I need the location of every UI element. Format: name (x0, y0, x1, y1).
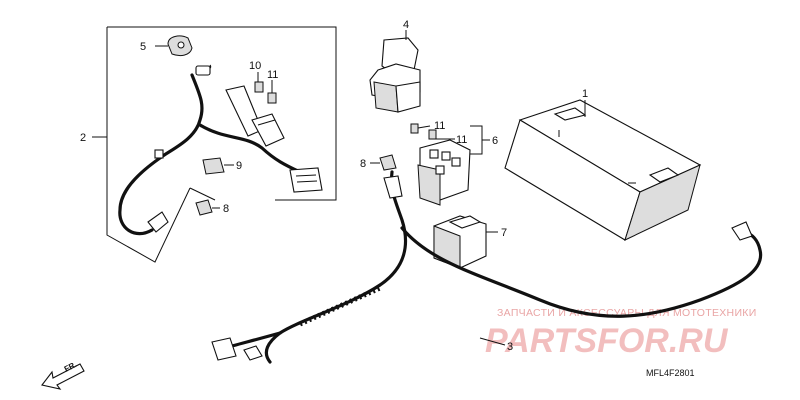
callout-11-c: 11 (456, 134, 467, 146)
callout-3: 3 (507, 341, 513, 353)
drawing-code: MFL4F2801 (646, 368, 695, 378)
watermark-subtitle: ЗАПЧАСТИ И АКСЕССУАРЫ ДЛЯ МОТОТЕХНИКИ (497, 307, 757, 319)
cable-terminal-right (731, 221, 753, 241)
callout-1: 1 (582, 88, 588, 100)
front-arrow-icon: FR. (41, 360, 85, 390)
part-1-battery: 1 (504, 88, 702, 241)
callout-11-a: 11 (267, 69, 278, 81)
fuse-holder (225, 85, 285, 147)
ground-terminal (147, 211, 169, 233)
part-9-clip: 9 (202, 157, 242, 175)
callout-5: 5 (140, 41, 146, 53)
callout-10: 10 (249, 60, 261, 72)
callout-2: 2 (80, 132, 86, 144)
cable-terminal-ring (243, 345, 263, 361)
part-5-cover: 5 (140, 35, 193, 57)
cable-terminal-left (211, 337, 237, 361)
part-8-bolt-left: 8 (195, 199, 229, 216)
callout-11-b: 11 (434, 120, 445, 132)
watermark: ЗАПЧАСТИ И АКСЕССУАРЫ ДЛЯ МОТОТЕХНИКИ PA… (485, 307, 757, 360)
part-11-fuse-a: 11 (267, 69, 278, 104)
callout-8-left: 8 (223, 203, 229, 215)
callout-4: 4 (403, 19, 409, 31)
part-10-fuse: 10 (249, 60, 264, 93)
harness-clip (195, 65, 211, 76)
cable-terminal-top (383, 175, 403, 199)
callout-7: 7 (501, 227, 507, 239)
wire-clamp (154, 149, 164, 159)
part-4-relay: 4 (369, 19, 421, 113)
sub-harness-group (92, 26, 337, 263)
part-3-battery-cable: 3 (211, 170, 763, 364)
part-6-fuse-box: 11 11 6 (410, 120, 498, 206)
part-8-bolt-center: 8 (360, 154, 397, 171)
callout-8-center: 8 (360, 158, 366, 170)
watermark-brand: PARTSFOR.RU (485, 322, 729, 360)
callout-9: 9 (236, 160, 242, 172)
callout-6: 6 (492, 135, 498, 147)
harness-coupler (289, 167, 323, 193)
